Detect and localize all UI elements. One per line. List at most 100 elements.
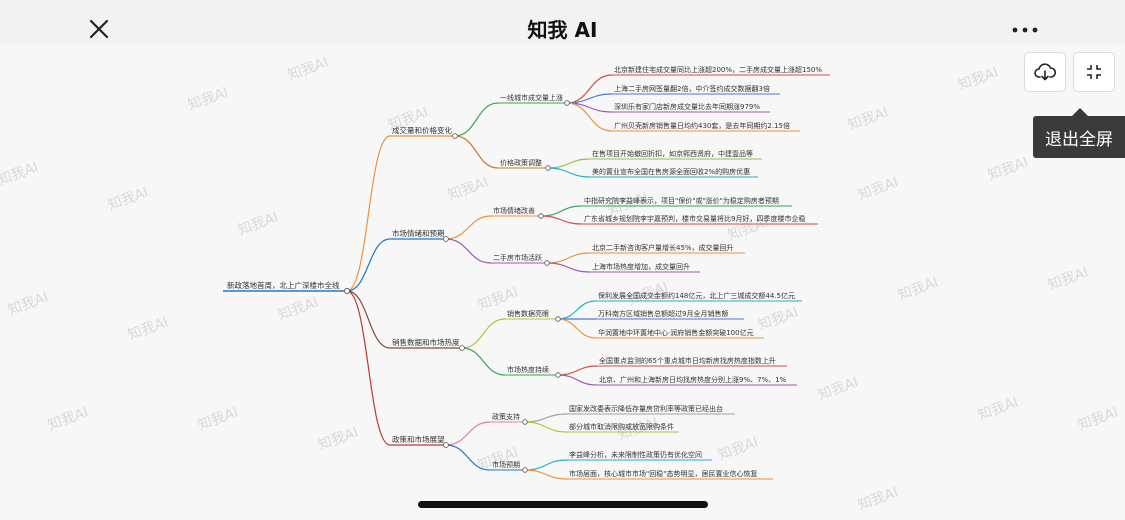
child-toggle[interactable] — [544, 260, 550, 266]
cloud-download-icon — [1034, 63, 1056, 81]
child-label[interactable]: 二手房市场活跃 — [493, 253, 542, 262]
edge-branch-child — [445, 215, 492, 240]
page-title: 知我 AI — [527, 18, 598, 42]
edge-branch-child — [454, 135, 499, 169]
leaf-label[interactable]: 广东省城乡规划院李宇嘉预判，楼市交易量将比9月好，四季度楼市企稳 — [584, 214, 805, 223]
more-button[interactable] — [1010, 20, 1040, 40]
root-toggle[interactable] — [343, 287, 351, 295]
edge-child-leaf — [566, 102, 613, 132]
top-bar: 知我 AI — [0, 0, 1125, 44]
leaf-label[interactable]: 全国重点监测的65个重点城市日均新房找房热度指数上升 — [599, 356, 776, 365]
edge-child-leaf — [540, 215, 583, 225]
edge-child-leaf — [557, 365, 598, 376]
exit-fullscreen-button[interactable] — [1073, 52, 1115, 92]
edge-child-leaf — [546, 252, 591, 264]
tooltip-arrow — [1072, 108, 1088, 116]
edge-branch-child — [445, 421, 491, 446]
home-indicator — [418, 501, 708, 508]
leaf-label[interactable]: 北京、广州和上海新房日均找房热度分别上涨9%、7%、1% — [599, 375, 787, 384]
exit-fullscreen-icon — [1087, 65, 1101, 79]
watermark-text: 知我AI — [1046, 264, 1091, 294]
leaf-label[interactable]: 部分城市取消限购或放宽限购条件 — [569, 422, 674, 431]
branch-toggle[interactable] — [452, 133, 458, 139]
edge-child-leaf — [524, 421, 568, 433]
edge-child-leaf — [547, 158, 591, 169]
watermark-text: 知我AI — [276, 294, 321, 324]
mindmap-canvas[interactable]: 知我AI 知我AI 知我AI 知我AI 知我AI 知我AI 知我AI 知我AI 知我AI 知我AI… — [0, 44, 1125, 520]
close-button[interactable] — [86, 16, 112, 42]
edge-child-leaf — [524, 413, 568, 423]
branch-toggle[interactable] — [443, 236, 449, 242]
child-toggle[interactable] — [545, 165, 551, 171]
watermark-text: 知我AI — [46, 404, 91, 434]
watermark-text: 知我AI — [716, 434, 761, 464]
branch-label[interactable]: 销售数据和市场热度 — [392, 337, 460, 347]
child-toggle[interactable] — [538, 213, 544, 219]
watermark-text: 知我AI — [986, 154, 1031, 184]
child-toggle[interactable] — [564, 100, 570, 106]
child-toggle[interactable] — [522, 419, 528, 425]
leaf-label[interactable]: 在售项目开始撤回折扣，如京熙西贤府，中建壹品等 — [592, 149, 753, 158]
child-label[interactable]: 销售数据亮眼 — [507, 309, 549, 318]
leaf-label[interactable]: 上海市场热度增加，成交量回升 — [592, 262, 690, 271]
branch-label[interactable]: 政策和市场展望 — [392, 434, 445, 444]
edge-child-leaf — [524, 459, 568, 471]
watermark-text: 知我AI — [236, 209, 281, 239]
edge-child-leaf — [557, 300, 597, 320]
edge-branch-child — [461, 318, 506, 349]
watermark-text: 知我AI — [106, 184, 151, 214]
mindmap-root[interactable]: 新政落地首周，北上广深楼市全线 — [227, 280, 340, 290]
leaf-label[interactable]: 保利发展全国成交金额约148亿元，北上广三城成交额44.5亿元 — [598, 291, 795, 300]
exit-fullscreen-tooltip: 退出全屏 — [1033, 116, 1125, 158]
leaf-label[interactable]: 美的置业宣布全国在售房源全面回收2%的购房优惠 — [592, 167, 750, 176]
watermark-text: 知我AI — [976, 394, 1021, 424]
branch-label[interactable]: 市场情绪和预期 — [392, 228, 445, 238]
leaf-label[interactable]: 北京新建住宅成交量同比上涨超200%，二手房成交量上涨超150% — [614, 65, 822, 74]
edge-root-branch — [346, 135, 391, 292]
watermark-text: 知我AI — [196, 404, 241, 434]
watermark-text: 知我AI — [126, 314, 171, 344]
child-label[interactable]: 一线城市成交量上涨 — [500, 93, 563, 102]
leaf-label[interactable]: 北京二手新咨询客户量增长45%，成交量回升 — [592, 243, 734, 252]
edge-child-leaf — [557, 318, 597, 339]
leaf-label[interactable]: 深圳乐有家门店新房成交量比去年同期涨979% — [614, 102, 760, 111]
watermark-text: 知我AI — [896, 274, 941, 304]
edge-root-branch — [346, 290, 391, 446]
leaf-label[interactable]: 上海二手房网签量翻2倍，中介签约成交数据翻3倍 — [614, 84, 770, 93]
leaf-label[interactable]: 李益峰分析，未来限制性政策仍有优化空间 — [569, 450, 702, 459]
leaf-label[interactable]: 中指研究院李益峰表示，项目"保价"或"涨价"为稳定购房者预期 — [584, 196, 779, 205]
child-toggle[interactable] — [555, 372, 561, 378]
more-dots-icon — [1012, 27, 1038, 33]
close-icon — [89, 19, 109, 39]
child-toggle[interactable] — [555, 316, 561, 322]
child-label[interactable]: 市场情绪改善 — [493, 206, 535, 215]
child-label[interactable]: 市场热度持续 — [507, 365, 549, 374]
watermark-text: 知我AI — [0, 159, 41, 189]
child-toggle[interactable] — [522, 467, 528, 473]
branch-toggle[interactable] — [443, 442, 449, 448]
edge-child-leaf — [557, 374, 598, 386]
child-label[interactable]: 价格政策调整 — [500, 158, 542, 167]
leaf-label[interactable]: 万科南方区域销售总额超过9月全月销售额 — [598, 309, 728, 318]
edge-child-leaf — [547, 167, 591, 178]
child-label[interactable]: 市场预期 — [492, 460, 520, 469]
child-label[interactable]: 政策支持 — [492, 412, 520, 421]
branch-label[interactable]: 成交量和价格变化 — [392, 125, 452, 135]
watermark-text: 知我AI — [186, 84, 231, 114]
download-button[interactable] — [1024, 52, 1066, 92]
leaf-label[interactable]: 广州贝壳新房销售量日均约430套，是去年同期约2.15倍 — [614, 121, 790, 130]
edge-root-branch — [346, 290, 391, 349]
edge-branch-child — [445, 238, 492, 264]
watermark-text: 知我AI — [856, 174, 901, 204]
edge-child-leaf — [546, 262, 591, 273]
watermark-text: 知我AI — [856, 484, 901, 514]
mindmap: 知我AI 知我AI 知我AI 知我AI 知我AI 知我AI 知我AI 知我AI 知我AI 知我AI… — [0, 54, 1121, 514]
edge-child-leaf — [524, 469, 568, 480]
edge-branch-child — [454, 102, 499, 137]
leaf-label[interactable]: 市场层面，核心城市市场"回稳"态势明显，居民置业信心恢复 — [569, 469, 757, 478]
leaf-label[interactable]: 华润置地中环置地中心·润府销售金额突破100亿元 — [598, 328, 754, 337]
edge-branch-child — [461, 347, 506, 376]
branch-toggle[interactable] — [459, 345, 465, 351]
watermark-text: 知我AI — [316, 424, 361, 454]
leaf-label[interactable]: 国家发改委表示降低存量房贷利率等政策已经出台 — [569, 404, 723, 413]
